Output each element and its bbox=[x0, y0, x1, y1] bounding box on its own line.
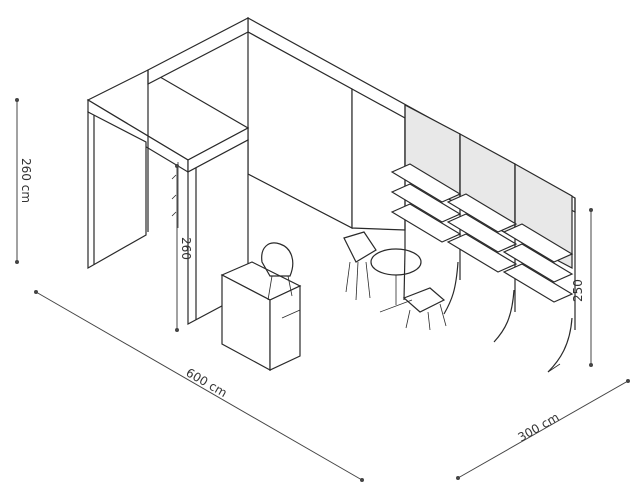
counter-cabinet bbox=[220, 261, 302, 372]
dim-label-depth: 300 cm bbox=[516, 410, 562, 445]
dim-label-length: 600 cm bbox=[184, 365, 230, 400]
wall-shelves bbox=[390, 163, 574, 303]
dim-label-height-260cm: 260 cm bbox=[19, 158, 33, 203]
dimension-height-left: 260 cm bbox=[15, 98, 33, 264]
dimension-depth: 300 cm bbox=[456, 379, 630, 480]
dim-label-height-250: 250 bbox=[571, 279, 585, 302]
chair-1 bbox=[261, 242, 294, 301]
coat-hooks bbox=[171, 162, 179, 228]
dimension-height-wall: 250 bbox=[571, 208, 593, 367]
table-set bbox=[343, 231, 447, 331]
support-legs bbox=[403, 249, 573, 373]
dim-label-height-260: 260 bbox=[179, 237, 193, 260]
storage-cabin bbox=[86, 17, 250, 325]
dimension-height-storage: 260 bbox=[175, 164, 193, 332]
